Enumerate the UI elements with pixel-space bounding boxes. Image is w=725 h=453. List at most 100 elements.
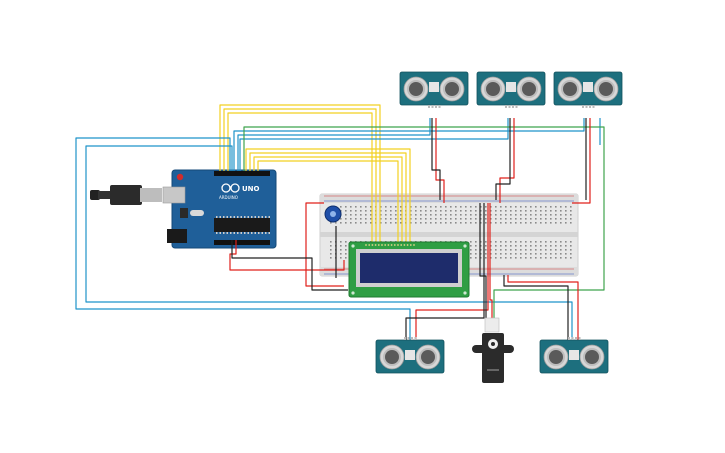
breadboard-hole	[470, 245, 472, 247]
power-jack	[167, 229, 187, 243]
breadboard-hole	[490, 249, 492, 251]
potentiometer[interactable]	[324, 205, 342, 223]
breadboard-hole	[340, 253, 342, 255]
breadboard-hole	[345, 241, 347, 243]
ultrasonic-sensor[interactable]	[476, 71, 546, 108]
breadboard-hole	[500, 241, 502, 243]
chip-pin	[237, 216, 239, 218]
breadboard-hole	[510, 257, 512, 259]
breadboard-hole	[420, 218, 422, 220]
breadboard-hole	[450, 210, 452, 212]
lcd-pin	[409, 244, 412, 246]
breadboard-hole	[485, 210, 487, 212]
breadboard-hole	[385, 222, 387, 224]
breadboard-hole	[495, 214, 497, 216]
breadboard-hole	[525, 222, 527, 224]
breadboard-hole	[535, 210, 537, 212]
wire-yellow-4	[245, 148, 411, 242]
chip-pin	[261, 232, 263, 234]
breadboard-hole	[510, 241, 512, 243]
transducer-core	[445, 82, 459, 96]
chip-pin	[240, 216, 242, 218]
breadboard-hole	[485, 222, 487, 224]
breadboard-hole	[505, 210, 507, 212]
breadboard-hole	[330, 222, 332, 224]
sensor-pin	[435, 105, 437, 108]
breadboard-hole	[425, 210, 427, 212]
breadboard-hole	[440, 214, 442, 216]
breadboard-hole	[565, 249, 567, 251]
breadboard-hole	[350, 214, 352, 216]
breadboard-hole	[505, 218, 507, 220]
wire-red-sensor-3	[572, 118, 591, 204]
breadboard-hole	[540, 210, 542, 212]
breadboard-hole	[535, 245, 537, 247]
crystal-oscillator	[190, 210, 204, 216]
breadboard-hole	[515, 210, 517, 212]
lcd-pin	[413, 244, 415, 246]
breadboard-hole	[520, 222, 522, 224]
breadboard-hole	[485, 241, 487, 243]
breadboard-hole	[500, 222, 502, 224]
breadboard-hole	[345, 257, 347, 259]
breadboard-hole	[495, 249, 497, 251]
lcd-pin	[397, 244, 399, 246]
chip-pin	[223, 232, 225, 234]
breadboard-hole	[525, 206, 527, 208]
breadboard-hole	[525, 253, 527, 255]
breadboard-hole	[410, 206, 412, 208]
arduino-logo	[221, 183, 240, 193]
breadboard-hole	[360, 222, 362, 224]
breadboard-hole	[370, 222, 372, 224]
board-brand-label: ARDUINO	[219, 195, 238, 200]
breadboard-hole	[410, 222, 412, 224]
lcd-display	[348, 241, 470, 298]
potentiometer-center	[330, 211, 336, 217]
breadboard-hole	[460, 214, 462, 216]
breadboard-hole	[430, 218, 432, 220]
wire-black-sensor-5	[503, 275, 569, 340]
voltage-regulator	[180, 208, 188, 218]
wires	[75, 104, 605, 340]
chip-pin	[230, 216, 232, 218]
servo-motor[interactable]	[472, 317, 514, 383]
breadboard-hole	[505, 257, 507, 259]
breadboard-hole	[495, 222, 497, 224]
breadboard-hole	[385, 206, 387, 208]
chip-pin	[268, 232, 270, 234]
breadboard-hole	[480, 206, 482, 208]
breadboard-hole	[390, 214, 392, 216]
breadboard-hole	[505, 214, 507, 216]
breadboard-hole	[555, 214, 557, 216]
lcd-pins	[365, 244, 415, 246]
breadboard-hole	[490, 253, 492, 255]
lcd-pin	[371, 244, 374, 246]
breadboard-hole	[465, 214, 467, 216]
ultrasonic-sensor[interactable]	[375, 337, 445, 374]
breadboard-hole	[475, 214, 477, 216]
breadboard-hole	[480, 245, 482, 247]
sensor-pin	[582, 105, 584, 108]
breadboard-hole	[485, 253, 487, 255]
sensor-pin	[508, 105, 511, 108]
breadboard-hole	[540, 206, 542, 208]
breadboard-hole	[430, 210, 432, 212]
breadboard-hole	[515, 245, 517, 247]
breadboard-hole	[465, 210, 467, 212]
wire-black-sensor-1	[431, 118, 441, 200]
breadboard-hole	[410, 210, 412, 212]
breadboard-top-rail	[320, 194, 578, 203]
ultrasonic-sensor[interactable]	[553, 71, 623, 108]
sensor-pin	[515, 105, 518, 108]
arduino-uno[interactable]: UNO ARDUINO	[90, 169, 277, 249]
ultrasonic-sensor[interactable]	[399, 71, 469, 108]
breadboard-hole	[470, 214, 472, 216]
breadboard-hole	[370, 214, 372, 216]
transducer-core	[409, 82, 423, 96]
ultrasonic-sensor[interactable]	[539, 337, 609, 374]
breadboard-hole	[500, 253, 502, 255]
wire-yellow-5	[249, 152, 407, 242]
breadboard-hole	[380, 222, 382, 224]
reset-button[interactable]	[176, 173, 184, 181]
sensor-crystal	[506, 82, 516, 92]
